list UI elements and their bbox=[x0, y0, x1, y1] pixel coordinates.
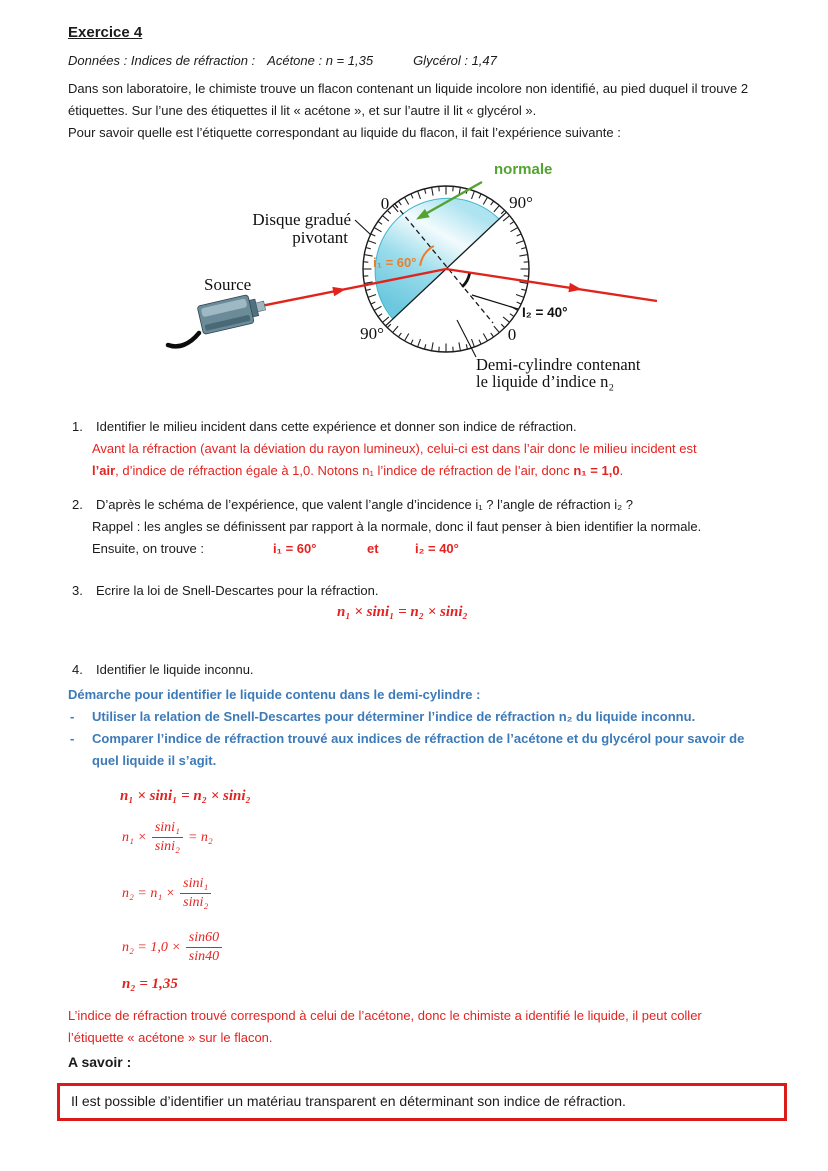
question-2-rappel: Rappel : les angles se définissent par r… bbox=[92, 519, 702, 534]
intro-paragraph-1: Dans son laboratoire, le chimiste trouve… bbox=[68, 78, 748, 122]
intro-paragraph-2: Pour savoir quelle est l’étiquette corre… bbox=[68, 125, 621, 140]
question-2-result-row: Ensuite, on trouve : i₁ = 60° et i₂ = 40… bbox=[92, 538, 712, 560]
fraction-denominator: sini₂ bbox=[183, 895, 209, 911]
calc-step-3: n₂ = n₁ × sini₁ sini₂ bbox=[122, 876, 212, 911]
fraction: sin60 sin40 bbox=[185, 930, 223, 965]
answer-1-end: . bbox=[619, 463, 624, 478]
light-source-torch bbox=[197, 294, 267, 335]
fraction-numerator: sini₁ bbox=[180, 876, 212, 895]
calc-step-1: n₁ × sini₁ = n₂ × sini₂ bbox=[120, 788, 251, 804]
demi-cylindre-label-line2: le liquide d’indice n₂ bbox=[476, 372, 614, 391]
torch-highlight bbox=[201, 298, 247, 317]
conclusion-line2: l’étiquette « acétone » sur le flacon. bbox=[68, 1029, 273, 1045]
takeaway-box: Il est possible d’identifier un matériau… bbox=[57, 1083, 787, 1121]
fraction: sini₁ sini₂ bbox=[151, 820, 183, 855]
i2-value: i₂ = 40° bbox=[415, 541, 459, 556]
torch-cable bbox=[165, 330, 202, 349]
question-4-number: 4. bbox=[72, 662, 83, 677]
data-acetone: Acétone : n = 1,35 bbox=[267, 53, 374, 68]
calc-step-2-right: = n₂ bbox=[187, 829, 213, 845]
calc-step-5-result: n₂ = 1,35 bbox=[122, 976, 178, 992]
question-3-text: Ecrire la loi de Snell-Descartes pour la… bbox=[96, 583, 379, 598]
question-4: 4. Identifier le liquide inconnu. bbox=[72, 659, 254, 681]
fraction-denominator: sin40 bbox=[188, 949, 220, 965]
page-title: Exercice 4 bbox=[68, 24, 143, 41]
torch-nozzle bbox=[255, 300, 267, 313]
bullet-2-text: Comparer l’indice de réfraction trouvé a… bbox=[92, 728, 744, 772]
calc-step-2-left: n₁ × bbox=[122, 829, 147, 845]
incident-ray bbox=[250, 267, 447, 310]
snell-descartes-formula: n₁ × sini₁ = n₂ × sini₂ bbox=[337, 604, 468, 620]
scale-label-bottom-right: 0 bbox=[508, 325, 517, 344]
normal-dashed-line bbox=[394, 203, 494, 324]
question-2: 2. D’après le schéma de l’expérience, que… bbox=[72, 494, 633, 516]
disque-gradue-label-line1: Disque gradué bbox=[252, 210, 351, 229]
fraction-denominator: sini₂ bbox=[154, 839, 180, 855]
question-2-number: 2. bbox=[72, 497, 83, 512]
data-line: Données : Indices de réfraction : Acétone… bbox=[68, 53, 497, 68]
data-glycerol: Glycérol : 1,47 bbox=[413, 53, 497, 68]
question-4-text: Identifier le liquide inconnu. bbox=[96, 662, 254, 677]
answer-1-mid: , d’indice de réfraction égale à 1,0. No… bbox=[115, 463, 574, 478]
refracted-ray-arrowhead bbox=[568, 282, 582, 293]
question-1-number: 1. bbox=[72, 419, 83, 434]
bullet-2-line2: quel liquide il s’agit. bbox=[92, 753, 217, 768]
fraction: sini₁ sini₂ bbox=[180, 876, 212, 911]
bullet-2-line1: Comparer l’indice de réfraction trouvé a… bbox=[92, 731, 745, 746]
incidence-angle-arc bbox=[419, 245, 435, 266]
question-3-number: 3. bbox=[72, 583, 83, 598]
scale-label-bottom-left: 90° bbox=[360, 324, 384, 343]
question-1-text: Identifier le milieu incident dans cette… bbox=[96, 419, 577, 434]
a-savoir-heading: A savoir : bbox=[68, 1054, 132, 1070]
i2-label-pointer-line bbox=[471, 294, 519, 310]
calc-step-3-left: n₂ = n₁ × bbox=[122, 885, 176, 901]
answer-1-bold-n1: n₁ = 1,0 bbox=[573, 463, 620, 478]
i1-value: i₁ = 60° bbox=[273, 541, 317, 556]
liquid-half-cylinder bbox=[374, 197, 500, 320]
bullet-1-dash: - bbox=[70, 709, 75, 724]
angle-i2-label: I₂ = 40° bbox=[522, 305, 568, 320]
question-3: 3. Ecrire la loi de Snell-Descartes pour … bbox=[72, 580, 379, 602]
source-label: Source bbox=[204, 275, 251, 294]
bullet-1-text: Utiliser la relation de Snell-Descartes … bbox=[92, 709, 696, 724]
answer-1-line1: Avant la réfraction (avant la déviation … bbox=[92, 441, 697, 456]
conclusion: L’indice de réfraction trouvé correspond… bbox=[68, 1005, 702, 1048]
question-2-text: D’après le schéma de l’expérience, que v… bbox=[96, 497, 633, 512]
answer-1-bold-air: l’air bbox=[92, 463, 116, 478]
torch-shadow bbox=[204, 315, 251, 331]
normale-arrowhead bbox=[416, 208, 430, 220]
fraction-numerator: sin60 bbox=[185, 930, 223, 949]
normale-arrow bbox=[419, 180, 483, 219]
disque-gradue-label-line2: pivotant bbox=[292, 228, 348, 247]
question-1: 1. Identifier le milieu incident dans cet… bbox=[72, 416, 577, 438]
calc-step-2: n₁ × sini₁ sini₂ = n₂ bbox=[122, 820, 213, 855]
demi-cylindre-pointer-line bbox=[456, 319, 477, 358]
paragraph-line: étiquettes. Sur l’une des étiquettes il … bbox=[68, 103, 537, 118]
answer-1-line2: l’air, d’indice de réfraction égale à 1,… bbox=[92, 460, 623, 482]
normale-label: normale bbox=[494, 161, 552, 178]
demi-cylindre-label-line1: Demi-cylindre contenant bbox=[476, 355, 641, 374]
bullet-2-dash: - bbox=[70, 731, 75, 746]
demarche-heading: Démarche pour identifier le liquide cont… bbox=[68, 687, 481, 702]
paragraph-line: Dans son laboratoire, le chimiste trouve… bbox=[68, 81, 749, 96]
data-prefix: Données : Indices de réfraction : bbox=[68, 53, 256, 68]
calc-step-4: n₂ = 1,0 × sin60 sin40 bbox=[122, 930, 223, 965]
et-connector: et bbox=[367, 541, 379, 556]
incident-ray-arrowhead bbox=[332, 286, 346, 297]
fraction-numerator: sini₁ bbox=[151, 820, 183, 839]
scale-label-top-left: 0 bbox=[381, 194, 390, 213]
scale-label-top-right: 90° bbox=[509, 193, 533, 212]
conclusion-line1: L’indice de réfraction trouvé correspond… bbox=[68, 1008, 702, 1023]
takeaway-text: Il est possible d’identifier un matériau… bbox=[71, 1093, 626, 1109]
refracted-ray bbox=[445, 267, 658, 303]
calc-step-4-left: n₂ = 1,0 × bbox=[122, 939, 181, 955]
angle-i1-label: i₁ = 60° bbox=[373, 255, 416, 270]
disque-label-pointer-line bbox=[354, 219, 372, 236]
refraction-experiment-diagram: normale 0 90° 90° 0 Disque gradué pivota… bbox=[165, 161, 658, 391]
ensuite-label: Ensuite, on trouve : bbox=[92, 541, 205, 556]
